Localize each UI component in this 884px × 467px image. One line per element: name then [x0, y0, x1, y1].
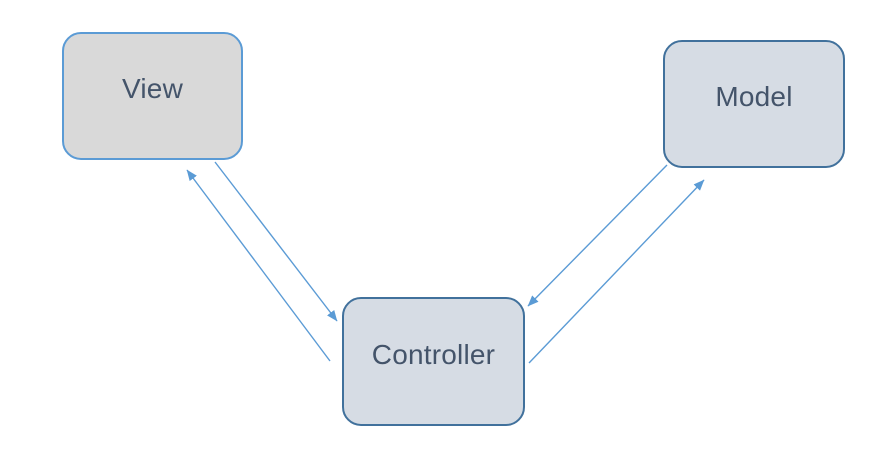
arrow-model-to-controller [527, 164, 668, 307]
node-view-label: View [122, 73, 183, 104]
node-controller-label: Controller [371, 338, 496, 370]
node-controller: Controller [342, 297, 525, 426]
arrow-controller-to-view [186, 169, 331, 362]
node-view: View [62, 32, 243, 160]
arrow-view-to-controller [214, 161, 338, 322]
arrow-controller-to-model [528, 179, 705, 364]
node-model: Model [663, 40, 845, 168]
node-model-label: Model [715, 81, 793, 112]
